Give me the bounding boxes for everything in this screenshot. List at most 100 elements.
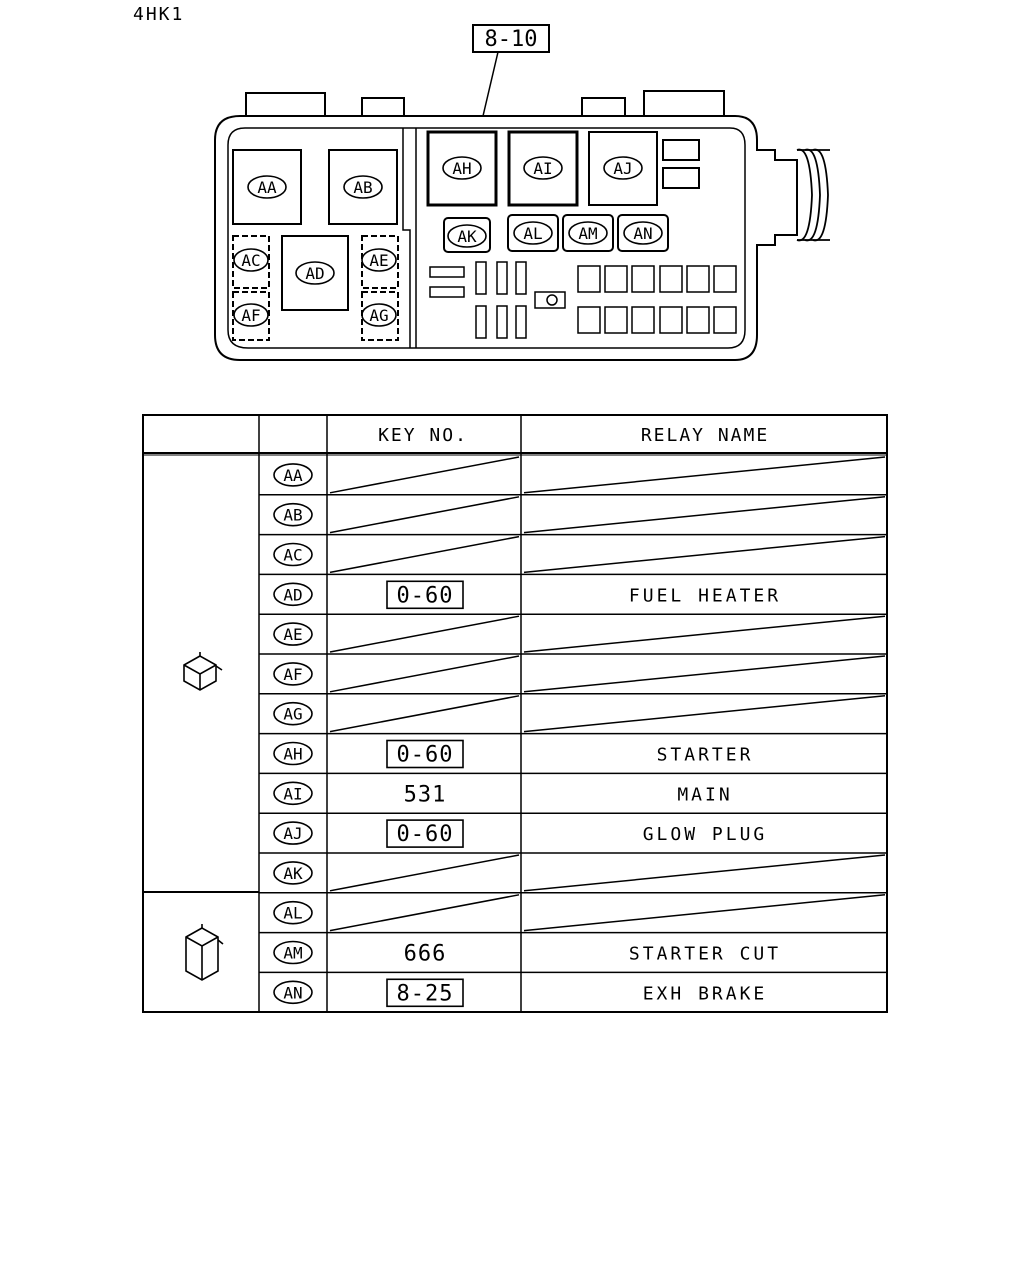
position-label: AG <box>283 705 302 724</box>
relay-name: FUEL HEATER <box>629 585 781 606</box>
small-slot-2 <box>662 167 700 189</box>
blank-slash-key <box>329 615 520 653</box>
position-label: AK <box>283 864 303 883</box>
position-oval <box>273 542 313 567</box>
key-no: 0-60 <box>397 822 454 847</box>
relay-slot-ah <box>426 130 498 207</box>
diagram-label-ai: AI <box>533 159 552 178</box>
key-no: 8-25 <box>397 981 454 1006</box>
position-label: AN <box>283 983 302 1002</box>
position-label: AF <box>283 665 302 684</box>
position-oval <box>273 821 313 845</box>
relay-slot-ak <box>443 217 491 253</box>
blank-slash-name <box>523 496 886 534</box>
diagram-label-ah: AH <box>452 159 471 178</box>
position-oval <box>273 502 313 527</box>
blank-slash-name <box>523 456 886 494</box>
diagram-label-ac: AC <box>241 251 260 270</box>
relay-cube-icon <box>183 652 223 691</box>
diagram-label-am: AM <box>578 224 597 243</box>
position-label: AD <box>283 585 302 604</box>
key-ref-box <box>386 580 464 610</box>
connector-coil <box>796 148 830 242</box>
table-row: AK <box>259 854 887 894</box>
blank-slash-key <box>329 496 520 534</box>
position-label: AI <box>283 784 302 803</box>
table-row: AD 0-60 FUEL HEATER <box>259 580 887 615</box>
key-ref-box <box>386 978 464 1008</box>
position-oval <box>273 741 313 766</box>
relay-name: MAIN <box>677 784 732 805</box>
position-label: AM <box>283 944 302 963</box>
position-oval <box>273 781 313 806</box>
relay-slot-an <box>617 214 669 252</box>
blank-slash-name <box>523 894 886 932</box>
diagram-label-ag: AG <box>369 306 388 325</box>
position-label: AH <box>283 745 302 764</box>
position-label: AA <box>283 466 303 485</box>
table-row: AC <box>259 535 887 576</box>
blank-slash-key <box>329 695 520 733</box>
relay-slot-am <box>562 214 614 252</box>
blank-slash-name <box>523 695 886 733</box>
position-oval <box>273 900 313 925</box>
relay-slot-af <box>232 291 270 341</box>
relay-slot-ac <box>232 235 270 289</box>
key-ref-box <box>386 739 464 769</box>
diagram-label-aj: AJ <box>613 159 632 178</box>
key-ref-box <box>386 819 464 848</box>
box-ref-frame <box>472 24 550 53</box>
blank-slash-key <box>329 894 520 932</box>
leader-line <box>482 51 499 117</box>
header-key-no: KEY NO. <box>378 425 468 446</box>
diagram-label-ab: AB <box>353 178 372 197</box>
table-row: AM 666 STARTER CUT <box>259 940 887 974</box>
relay-tall-icon <box>185 924 224 981</box>
position-oval <box>273 861 313 885</box>
table-row: AN 8-25 EXH BRAKE <box>259 978 887 1013</box>
relay-slot-ad <box>281 235 349 311</box>
relay-name: STARTER CUT <box>629 944 781 965</box>
position-oval <box>273 622 313 646</box>
section-divider <box>402 128 411 348</box>
position-label: AB <box>283 506 302 525</box>
fuse-slots <box>429 261 737 339</box>
key-no: 666 <box>404 942 447 967</box>
position-label: AC <box>283 546 302 565</box>
top-tab-1 <box>245 92 326 116</box>
relay-slot-aa <box>232 149 302 225</box>
relay-slot-al <box>507 214 559 252</box>
relay-box-outline <box>214 115 798 361</box>
position-oval <box>273 980 313 1005</box>
diagram-label-an: AN <box>633 224 652 243</box>
position-label: AE <box>283 625 302 644</box>
relay-name: EXH BRAKE <box>643 983 768 1004</box>
top-tab-2 <box>361 97 405 116</box>
relay-slot-aj <box>588 131 658 206</box>
blank-slash-key <box>329 854 520 892</box>
key-no: 0-60 <box>397 583 454 608</box>
relay-slot-ab <box>328 149 398 225</box>
blank-slash-name <box>523 535 886 574</box>
table-row: AG <box>259 695 887 735</box>
relay-name: GLOW PLUG <box>643 824 768 845</box>
blank-slash-key <box>329 535 520 574</box>
diagram-label-af: AF <box>241 306 260 325</box>
relay-box-inner-outline <box>227 127 746 349</box>
model-label: 4HK1 <box>133 4 185 25</box>
position-label: AL <box>283 904 302 923</box>
small-slot-1 <box>662 139 700 161</box>
blank-slash-name <box>523 615 886 653</box>
diagram-label-al: AL <box>523 224 542 243</box>
position-oval <box>273 940 313 965</box>
table-row: AF <box>259 655 887 695</box>
key-no: 531 <box>404 782 447 807</box>
table-row: AL <box>259 894 887 934</box>
relay-slot-ai <box>507 130 579 207</box>
blank-slash-key <box>329 655 520 693</box>
relay-name: STARTER <box>657 745 754 766</box>
relay-box-diagram: 8-10 <box>214 24 830 361</box>
